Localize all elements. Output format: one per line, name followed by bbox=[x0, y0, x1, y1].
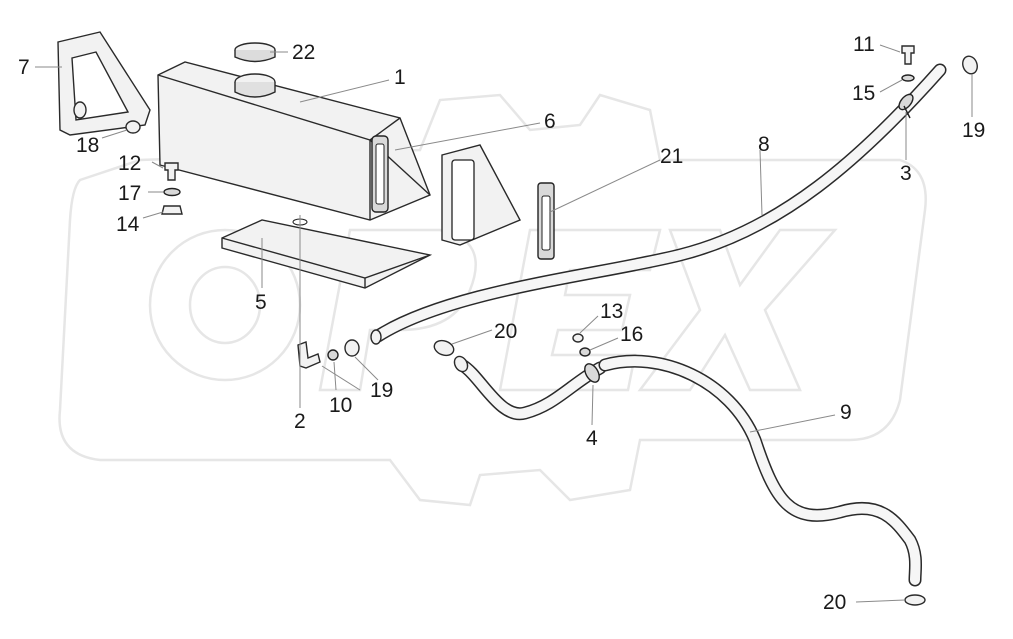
clamp-20-bottom bbox=[904, 594, 926, 606]
callout-6: 6 bbox=[544, 110, 556, 133]
callout-14: 14 bbox=[116, 213, 140, 236]
fitting-2 bbox=[297, 341, 321, 369]
callout-21: 21 bbox=[660, 145, 683, 168]
callout-9: 9 bbox=[840, 401, 852, 424]
bolt-11 bbox=[901, 45, 915, 65]
callout-10: 10 bbox=[329, 394, 352, 417]
nut-14 bbox=[161, 205, 183, 215]
clip-19-mid bbox=[344, 339, 360, 357]
clamp-20-mid bbox=[433, 339, 455, 357]
callouts: 1 2 3 4 5 6 7 8 9 10 11 12 13 14 15 16 1… bbox=[18, 33, 985, 614]
callout-4: 4 bbox=[586, 427, 598, 450]
callout-20-bottom: 20 bbox=[823, 591, 846, 614]
hose-8 bbox=[370, 63, 947, 345]
fitting-16 bbox=[579, 347, 591, 357]
ring-10 bbox=[327, 349, 339, 361]
bracket-7 bbox=[57, 31, 151, 136]
callout-18: 18 bbox=[76, 134, 99, 157]
fitting-13 bbox=[572, 333, 584, 343]
pad-5 bbox=[221, 218, 433, 289]
callout-19-top: 19 bbox=[962, 119, 985, 142]
callout-16: 16 bbox=[620, 323, 643, 346]
hose-9 bbox=[598, 354, 923, 587]
callout-20-mid: 20 bbox=[494, 320, 517, 343]
gauge-21 bbox=[537, 182, 555, 260]
callout-15: 15 bbox=[852, 82, 875, 105]
callout-8: 8 bbox=[758, 133, 770, 156]
watermark-text: OPEX bbox=[470, 602, 498, 613]
clamp-3 bbox=[898, 93, 914, 119]
hose-4 bbox=[453, 355, 607, 421]
washer-15 bbox=[901, 74, 915, 82]
plug-18 bbox=[125, 120, 141, 134]
watermark-gear bbox=[58, 93, 927, 507]
leader-lines bbox=[35, 44, 973, 603]
callout-19-mid: 19 bbox=[370, 379, 393, 402]
bracket-6 bbox=[441, 144, 521, 246]
clip-19-top bbox=[962, 55, 978, 75]
callout-1: 1 bbox=[394, 66, 406, 89]
callout-13: 13 bbox=[600, 300, 623, 323]
callout-2: 2 bbox=[294, 410, 306, 433]
tank-1 bbox=[157, 61, 431, 221]
bolt-12 bbox=[164, 162, 179, 181]
callout-5: 5 bbox=[255, 291, 267, 314]
callout-7: 7 bbox=[18, 56, 30, 79]
callout-3: 3 bbox=[900, 162, 912, 185]
callout-22: 22 bbox=[292, 41, 315, 64]
callout-17: 17 bbox=[118, 182, 141, 205]
washer-17 bbox=[163, 187, 181, 197]
callout-12: 12 bbox=[118, 152, 141, 175]
cap-22 bbox=[234, 42, 276, 63]
callout-11: 11 bbox=[853, 33, 875, 56]
